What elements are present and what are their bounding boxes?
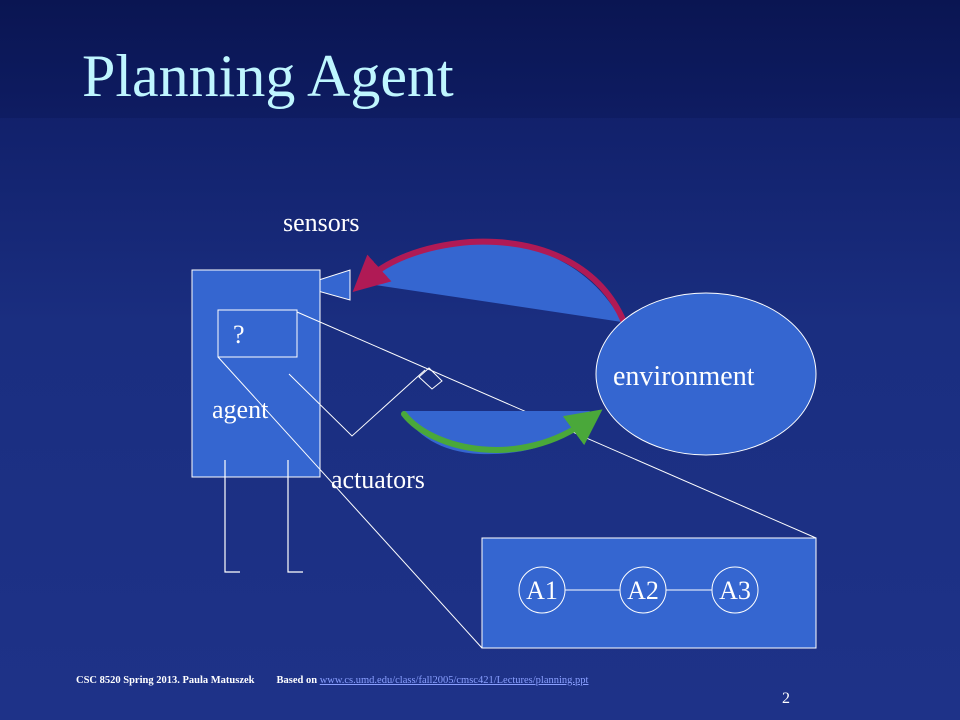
plan-node-a1 bbox=[518, 566, 566, 614]
agent-label: agent bbox=[212, 395, 269, 424]
sensor-fan bbox=[362, 241, 622, 322]
zoom-line-bottom bbox=[217, 356, 483, 649]
page-number: 2 bbox=[782, 690, 790, 707]
footer-course-text: CSC 8520 Spring 2013. Paula Matuszek bbox=[76, 675, 255, 686]
actuator-gripper bbox=[418, 367, 443, 390]
actuator-arm bbox=[288, 369, 426, 437]
plan-node-a3 bbox=[711, 566, 759, 614]
plan-node-a2 bbox=[619, 566, 667, 614]
title-band bbox=[0, 0, 960, 118]
agent-leg-right bbox=[287, 460, 303, 573]
environment-ellipse bbox=[595, 292, 817, 456]
slide-title: Planning Agent bbox=[82, 43, 454, 109]
environment-label: environment bbox=[613, 361, 755, 392]
agent-leg-left bbox=[224, 460, 240, 573]
actuators-label: actuators bbox=[331, 465, 425, 494]
sensors-label: sensors bbox=[283, 208, 360, 237]
actuator-arrow bbox=[401, 409, 603, 453]
footer-source-link[interactable]: www.cs.umd.edu/class/fall2005/cmsc421/Le… bbox=[319, 675, 589, 686]
unknown-box bbox=[217, 309, 298, 358]
footer-based-on-label: Based on bbox=[276, 675, 318, 686]
sensor-cone bbox=[298, 269, 351, 301]
plan-node-a1-label: A1 bbox=[526, 576, 558, 605]
plan-node-a3-label: A3 bbox=[719, 576, 751, 605]
plan-node-a2-label: A2 bbox=[627, 576, 659, 605]
sensor-arrow bbox=[352, 238, 627, 325]
unknown-box-label: ? bbox=[233, 320, 245, 349]
agent-box bbox=[191, 269, 321, 478]
footer: CSC 8520 Spring 2013. Paula Matuszek Base… bbox=[76, 675, 588, 686]
